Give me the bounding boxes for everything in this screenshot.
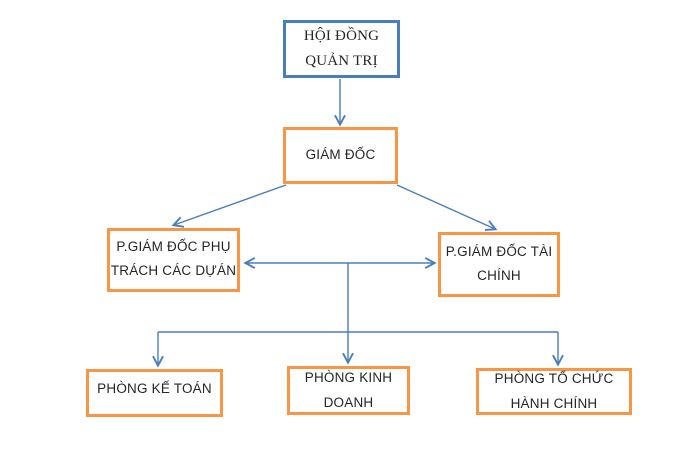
node-deputy-director-finance-label: P.GIÁM ĐỐC TÀI CHÍNH — [445, 244, 553, 284]
node-admin-organization-department-label: PHÒNG TỔ CHỨC HÀNH CHÍNH — [494, 371, 614, 411]
node-board-of-directors: HỘI ĐỒNG QUẢN TRỊ — [283, 20, 400, 78]
node-deputy-director-projects-label: P.GIÁM ĐỐC PHỤ TRÁCH CÁC DỰÁN — [110, 239, 237, 279]
node-admin-organization-department: PHÒNG TỔ CHỨC HÀNH CHÍNH — [476, 368, 632, 415]
node-business-department: PHÒNG KINH DOANH — [287, 366, 410, 415]
node-deputy-director-finance: P.GIÁM ĐỐC TÀI CHÍNH — [438, 232, 560, 297]
node-deputy-director-projects: P.GIÁM ĐỐC PHỤ TRÁCH CÁC DỰÁN — [107, 228, 240, 292]
node-accounting-department-label: PHÒNG KẾ TOÁN — [97, 381, 212, 396]
edge-director-deputy-projects — [174, 184, 287, 225]
node-accounting-department: PHÒNG KẾ TOÁN — [86, 369, 223, 417]
edge-director-deputy-finance — [396, 184, 495, 229]
node-board-of-directors-label: HỘI ĐỒNG QUẢN TRỊ — [303, 28, 380, 69]
node-director-label: GIÁM ĐỐC — [305, 147, 376, 163]
node-business-department-label: PHÒNG KINH DOANH — [304, 370, 393, 410]
node-director: GIÁM ĐỐC — [283, 127, 398, 184]
